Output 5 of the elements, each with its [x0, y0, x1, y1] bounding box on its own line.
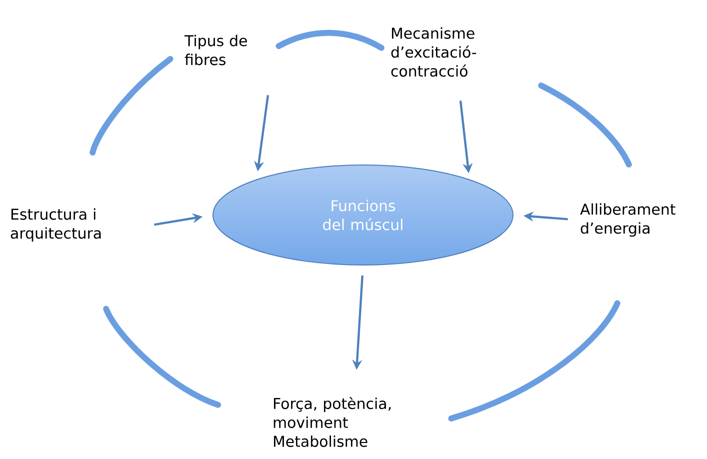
label-text: Mecanisme d’excitació-contracció — [391, 27, 476, 77]
label-text: Tipus de fibres — [184, 34, 247, 66]
label-text: Estructura i arquitectura — [10, 208, 101, 242]
label-text: Alliberament d’energia — [580, 203, 676, 237]
label-text: Força, potència, moviment Metabolisme — [274, 396, 391, 447]
